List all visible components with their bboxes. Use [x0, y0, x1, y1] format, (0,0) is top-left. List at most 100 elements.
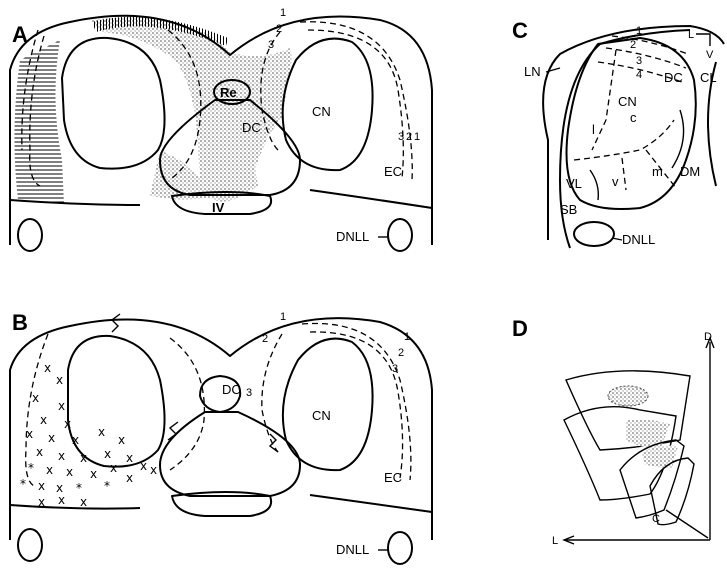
label-dc-b: DC	[222, 382, 241, 397]
panel-c-vl-line	[590, 170, 598, 200]
svg-text:x: x	[58, 449, 65, 463]
b-left-dnll-outline	[18, 529, 42, 561]
label-cn-a: CN	[312, 104, 331, 119]
panel-b: B xx xx xx xx xx xx *x xx *x x*	[10, 310, 432, 564]
panel-b-letter: B	[12, 310, 28, 335]
label-c-layer-1: 1	[636, 25, 642, 37]
label-c-layer-4: 4	[636, 69, 642, 81]
b-right-dnll-outline	[388, 532, 412, 564]
label-ln: LN	[524, 64, 541, 79]
dnll-pointer-c	[612, 238, 622, 240]
slab-middle-stipple	[626, 420, 670, 451]
svg-text:x: x	[58, 493, 65, 507]
panel-c: C L V LN CN c l v m DC CL DM VL SB DNLL …	[512, 18, 724, 248]
panel-b-dash-5	[310, 332, 403, 478]
label-ec-a: EC	[384, 164, 402, 179]
label-cn-c: CN	[618, 94, 637, 109]
label-dm: DM	[680, 164, 700, 179]
label-b-lateral-3: 3	[392, 363, 398, 375]
label-v: v	[612, 174, 619, 189]
svg-text:x: x	[58, 399, 65, 413]
label-d-c: C	[652, 513, 660, 525]
label-b-lateral-2: 2	[398, 347, 404, 359]
label-c-layer-2: 2	[630, 39, 636, 51]
label-axis-l: L	[552, 535, 558, 547]
b-cell-markers: xx xx xx xx xx xx *x xx *x x* *x xx xx x…	[20, 361, 157, 509]
label-b-layer-2: 2	[262, 333, 268, 345]
label-cl: CL	[700, 70, 717, 85]
svg-text:x: x	[140, 459, 147, 473]
svg-text:x: x	[72, 433, 79, 447]
left-dnll-outline	[18, 219, 42, 251]
panel-a: A Re CN DC EC	[10, 7, 432, 251]
label-dc-a: DC	[242, 120, 261, 135]
svg-text:x: x	[80, 495, 87, 509]
b-zigzag-3	[270, 434, 278, 452]
panel-c-dm-line	[672, 110, 684, 168]
label-sb: SB	[560, 202, 577, 217]
svg-text:x: x	[40, 413, 47, 427]
label-b-layer-1: 1	[280, 311, 286, 323]
slab-lower-stipple	[642, 446, 678, 468]
svg-text:x: x	[66, 465, 73, 479]
svg-text:x: x	[80, 451, 87, 465]
panel-c-dash-6	[622, 158, 626, 190]
svg-text:x: x	[38, 495, 45, 509]
panel-c-letter: C	[512, 18, 528, 43]
svg-text:x: x	[48, 431, 55, 445]
svg-text:*: *	[76, 481, 82, 495]
label-dnll-a: DNLL	[336, 229, 369, 244]
label-iv: IV	[212, 200, 225, 215]
b-central-mass	[160, 412, 300, 496]
label-re: Re	[220, 85, 237, 100]
svg-text:x: x	[110, 461, 117, 475]
panel-c-orientation-marker	[696, 34, 710, 46]
svg-text:x: x	[150, 463, 157, 477]
label-c-layer-3: 3	[636, 55, 642, 67]
svg-text:x: x	[26, 427, 33, 441]
label-c-orient-v: V	[706, 49, 714, 61]
svg-text:x: x	[64, 417, 71, 431]
svg-text:x: x	[38, 479, 45, 493]
b-left-cn-outline	[68, 336, 165, 467]
svg-text:x: x	[104, 447, 111, 461]
svg-text:*: *	[20, 477, 26, 491]
panel-c-dash-4	[592, 50, 616, 150]
label-a-lateral-3: 3	[398, 131, 404, 143]
b-right-cn-outline	[283, 339, 373, 471]
label-a-layer-1: 1	[280, 7, 286, 19]
label-a-lateral-2: 2	[406, 131, 412, 143]
svg-text:x: x	[126, 471, 133, 485]
svg-text:x: x	[36, 445, 43, 459]
svg-text:x: x	[32, 391, 39, 405]
label-dnll-b: DNLL	[336, 542, 369, 557]
slab-top-stipple	[608, 386, 648, 406]
svg-text:x: x	[126, 451, 133, 465]
label-a-layer-2: 2	[276, 23, 282, 35]
panel-c-dash-5	[574, 120, 674, 160]
panel-d: D D L C	[512, 316, 714, 547]
label-dc-c: DC	[664, 70, 683, 85]
label-ec-b: EC	[384, 470, 402, 485]
label-a-lateral-1: 1	[414, 131, 420, 143]
svg-text:x: x	[90, 467, 97, 481]
svg-text:x: x	[46, 463, 53, 477]
panel-c-dnll-outline	[574, 222, 614, 246]
label-m: m	[652, 164, 663, 179]
label-axis-d: D	[704, 331, 712, 343]
label-a-layer-3: 3	[268, 39, 274, 51]
label-b-lateral-1: 1	[404, 331, 410, 343]
panel-d-letter: D	[512, 316, 528, 341]
svg-text:x: x	[118, 433, 125, 447]
svg-text:*: *	[104, 479, 110, 493]
svg-text:x: x	[44, 361, 51, 375]
panel-b-ventral-edge	[10, 495, 432, 512]
label-l: l	[592, 122, 595, 137]
svg-text:x: x	[56, 373, 63, 387]
label-c-orient-l: L	[688, 29, 694, 41]
b-zigzag-1	[112, 314, 120, 332]
label-c-lower: c	[630, 110, 637, 125]
panel-b-dash-2	[170, 338, 204, 470]
